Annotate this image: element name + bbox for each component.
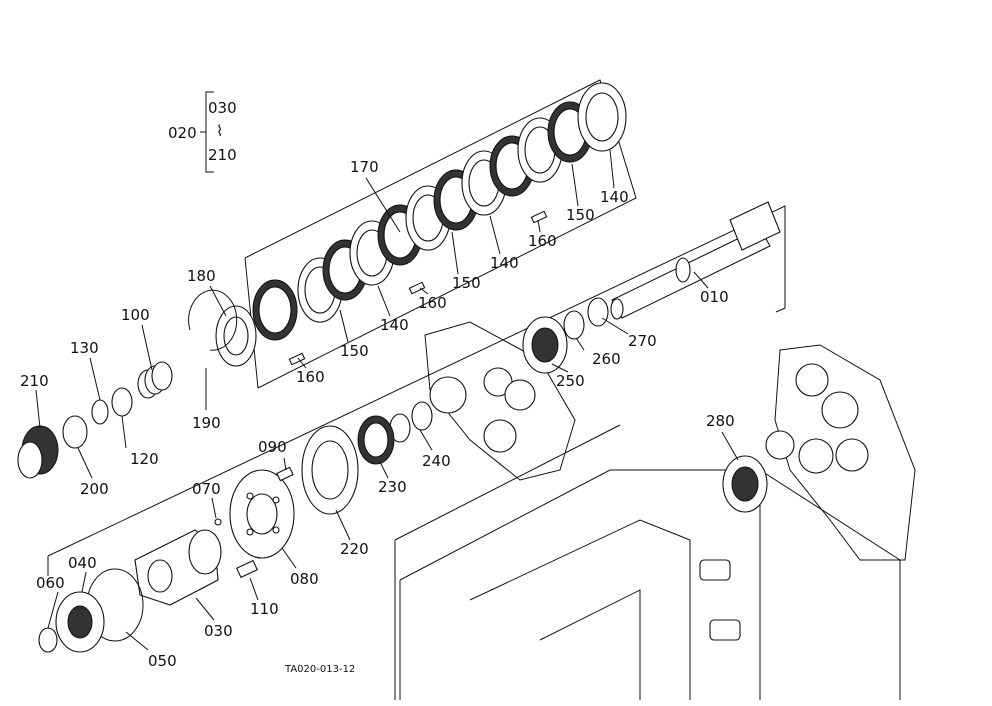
ring-270	[587, 297, 609, 327]
label-120: 120	[130, 450, 159, 468]
bearing-250	[522, 316, 568, 374]
gear-case	[424, 321, 576, 481]
label-040: 040	[68, 554, 97, 572]
shaft-010	[610, 201, 781, 320]
label-270: 270	[628, 332, 657, 350]
snap-ring-190	[188, 289, 238, 351]
ring-060	[38, 627, 58, 653]
label-260: 260	[592, 350, 621, 368]
label-210: 210	[20, 372, 49, 390]
label-160-a: 160	[296, 368, 325, 386]
label-030: 030	[204, 622, 233, 640]
label-200: 200	[80, 480, 109, 498]
label-180: 180	[187, 267, 216, 285]
transmission-housing	[399, 469, 901, 700]
ring-120	[111, 387, 133, 417]
label-100: 100	[121, 306, 150, 324]
clutch-plates	[252, 82, 627, 341]
ring-130	[91, 399, 109, 425]
label-250: 250	[556, 372, 585, 390]
label-050: 050	[148, 652, 177, 670]
label-020: 020	[168, 124, 197, 142]
bolt-110	[235, 559, 259, 579]
label-tilde: ⌇	[216, 122, 223, 140]
label-150-c: 150	[566, 206, 595, 224]
bolt-090	[276, 466, 294, 482]
plate-180	[215, 305, 257, 367]
bearing-280	[722, 455, 768, 513]
label-150-a: 150	[340, 342, 369, 360]
label-210-group: 210	[208, 146, 237, 164]
label-140-a: 140	[380, 316, 409, 334]
label-190: 190	[192, 414, 221, 432]
label-220: 220	[340, 540, 369, 558]
label-130: 130	[70, 339, 99, 357]
ring-200	[62, 415, 88, 449]
bearing-230	[357, 415, 395, 465]
label-080: 080	[290, 570, 319, 588]
label-230: 230	[378, 478, 407, 496]
part-labels: 020 030 ⌇ 210 170 180 100 130 210 120 20…	[20, 99, 735, 675]
label-110: 110	[250, 600, 279, 618]
ring-240b	[411, 401, 433, 431]
bearing-040	[55, 591, 105, 653]
label-160-b: 160	[418, 294, 447, 312]
leader-lines	[35, 149, 739, 651]
label-030-group: 030	[208, 99, 237, 117]
label-090: 090	[258, 438, 287, 456]
gear-210	[17, 425, 59, 479]
label-170: 170	[350, 158, 379, 176]
label-140-b: 140	[490, 254, 519, 272]
label-150-b: 150	[452, 274, 481, 292]
plate-220	[301, 425, 359, 515]
label-280: 280	[706, 412, 735, 430]
label-060: 060	[36, 574, 65, 592]
ring-260	[563, 310, 585, 340]
label-140-c: 140	[600, 188, 629, 206]
pin-070	[214, 518, 222, 526]
right-case	[765, 344, 916, 561]
label-240: 240	[422, 452, 451, 470]
spring-100	[137, 361, 173, 399]
carrier-030	[134, 529, 222, 606]
label-070: 070	[192, 480, 221, 498]
pins-160	[288, 210, 548, 366]
hub-080	[229, 469, 295, 559]
group-bracket	[200, 91, 214, 173]
label-010: 010	[700, 288, 729, 306]
figure-code: TA020-013-12	[284, 664, 355, 675]
label-160-c: 160	[528, 232, 557, 250]
